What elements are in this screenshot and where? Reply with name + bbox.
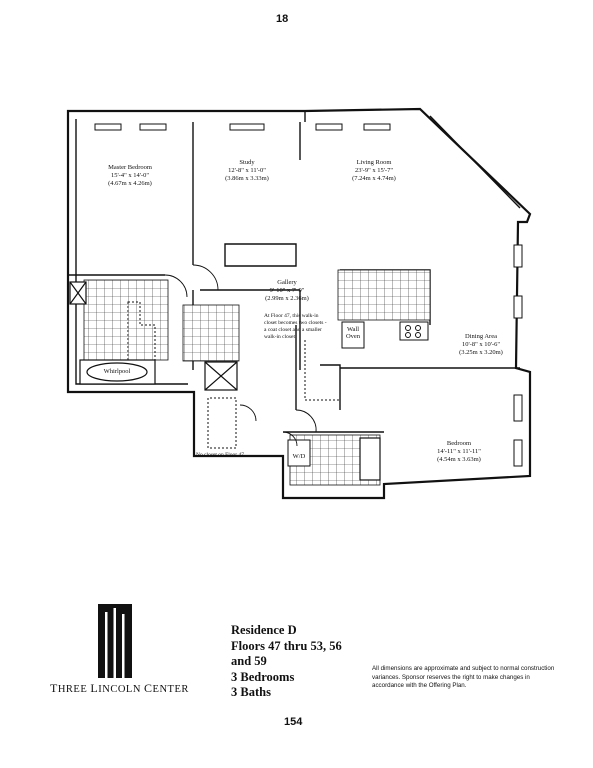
brand-name: THREE LINCOLN CENTER	[50, 681, 189, 695]
kitchen	[287, 321, 429, 467]
floor47-note-line1: At Floor 47, this walk-in	[264, 313, 319, 319]
living-room-label: Living Room 23'-9" x 15'-7" (7.24m x 4.7…	[334, 159, 414, 183]
gallery-name: Gallery	[277, 279, 297, 286]
exterior-walls	[66, 107, 532, 500]
dining-area-label: Dining Area 10'-8" x 10'-6" (3.25m x 3.2…	[448, 333, 514, 357]
residence-floors: Floors 47 thru 53, 56	[231, 638, 342, 653]
floor47-note-line4: walk-in closet.	[264, 334, 297, 340]
floor47-note: At Floor 47, this walk-in closet becomes…	[264, 313, 354, 341]
whirlpool-label: Whirlpool	[103, 368, 131, 375]
dining-area-name: Dining Area	[465, 333, 497, 340]
disclaimer: All dimensions are approximate and subje…	[372, 665, 555, 689]
dining-area-dim-ft: 10'-8" x 10'-6"	[462, 341, 500, 348]
study-dim-ft: 12'-8" x 11'-0"	[228, 167, 266, 174]
residence-info: Residence D Floors 47 thru 53, 56 and 59…	[231, 623, 342, 701]
bedroom-label: Bedroom 14'-11" x 11'-11" (4.54m x 3.63m…	[422, 440, 496, 464]
bedroom-dim-m: (4.54m x 3.63m)	[437, 456, 481, 463]
wall-oven-label: Wall Oven	[343, 326, 363, 340]
study-label: Study 12'-8" x 11'-0" (3.86m x 3.33m)	[212, 159, 282, 183]
living-room-name: Living Room	[356, 159, 392, 166]
floor47-note-line3: a coat closet and a smaller	[264, 327, 322, 333]
three-lincoln-center-logo-icon	[98, 604, 132, 678]
residence-name: Residence D	[231, 623, 297, 637]
bedroom-dim-ft: 14'-11" x 11'-11"	[437, 448, 481, 455]
no-closet-note: No closet on Floor 47.	[196, 452, 246, 458]
floor47-note-line2: closet becomes two closets -	[264, 320, 327, 326]
living-room-dim-m: (7.24m x 4.74m)	[352, 175, 396, 182]
master-bedroom-name: Master Bedroom	[108, 164, 152, 171]
tub	[69, 281, 381, 481]
study-dim-m: (3.86m x 3.33m)	[225, 175, 269, 182]
study-name: Study	[239, 159, 255, 166]
dining-area-dim-m: (3.25m x 3.20m)	[459, 349, 503, 356]
living-room-dim-ft: 23'-9" x 15'-7"	[355, 167, 393, 174]
washer-dryer-label: W/D	[292, 453, 306, 460]
residence-floors-cont: and 59	[231, 654, 267, 668]
windows	[94, 123, 523, 467]
residence-bedrooms: 3 Bedrooms	[231, 669, 295, 684]
gallery-label: Gallery 9'-10" x 7'-9" (2.99m x 2.36m)	[252, 279, 322, 303]
gallery-dim-m: (2.99m x 2.36m)	[265, 295, 309, 302]
page-number-bottom: 154	[284, 716, 303, 728]
wall-oven-line1: Wall	[346, 326, 360, 333]
gallery-dim-ft: 9'-10" x 7'-9"	[269, 287, 305, 294]
bedroom-name: Bedroom	[446, 440, 472, 447]
master-bedroom-label: Master Bedroom 15'-4" x 14'-0" (4.67m x …	[90, 164, 170, 188]
page-number-top: 18	[276, 13, 289, 25]
master-bedroom-dim-ft: 15'-4" x 14'-0"	[111, 172, 149, 179]
doors	[164, 264, 317, 447]
master-bedroom-dim-m: (4.67m x 4.26m)	[108, 180, 152, 187]
residence-baths: 3 Baths	[231, 685, 271, 699]
wall-oven-line2: Oven	[345, 333, 361, 340]
